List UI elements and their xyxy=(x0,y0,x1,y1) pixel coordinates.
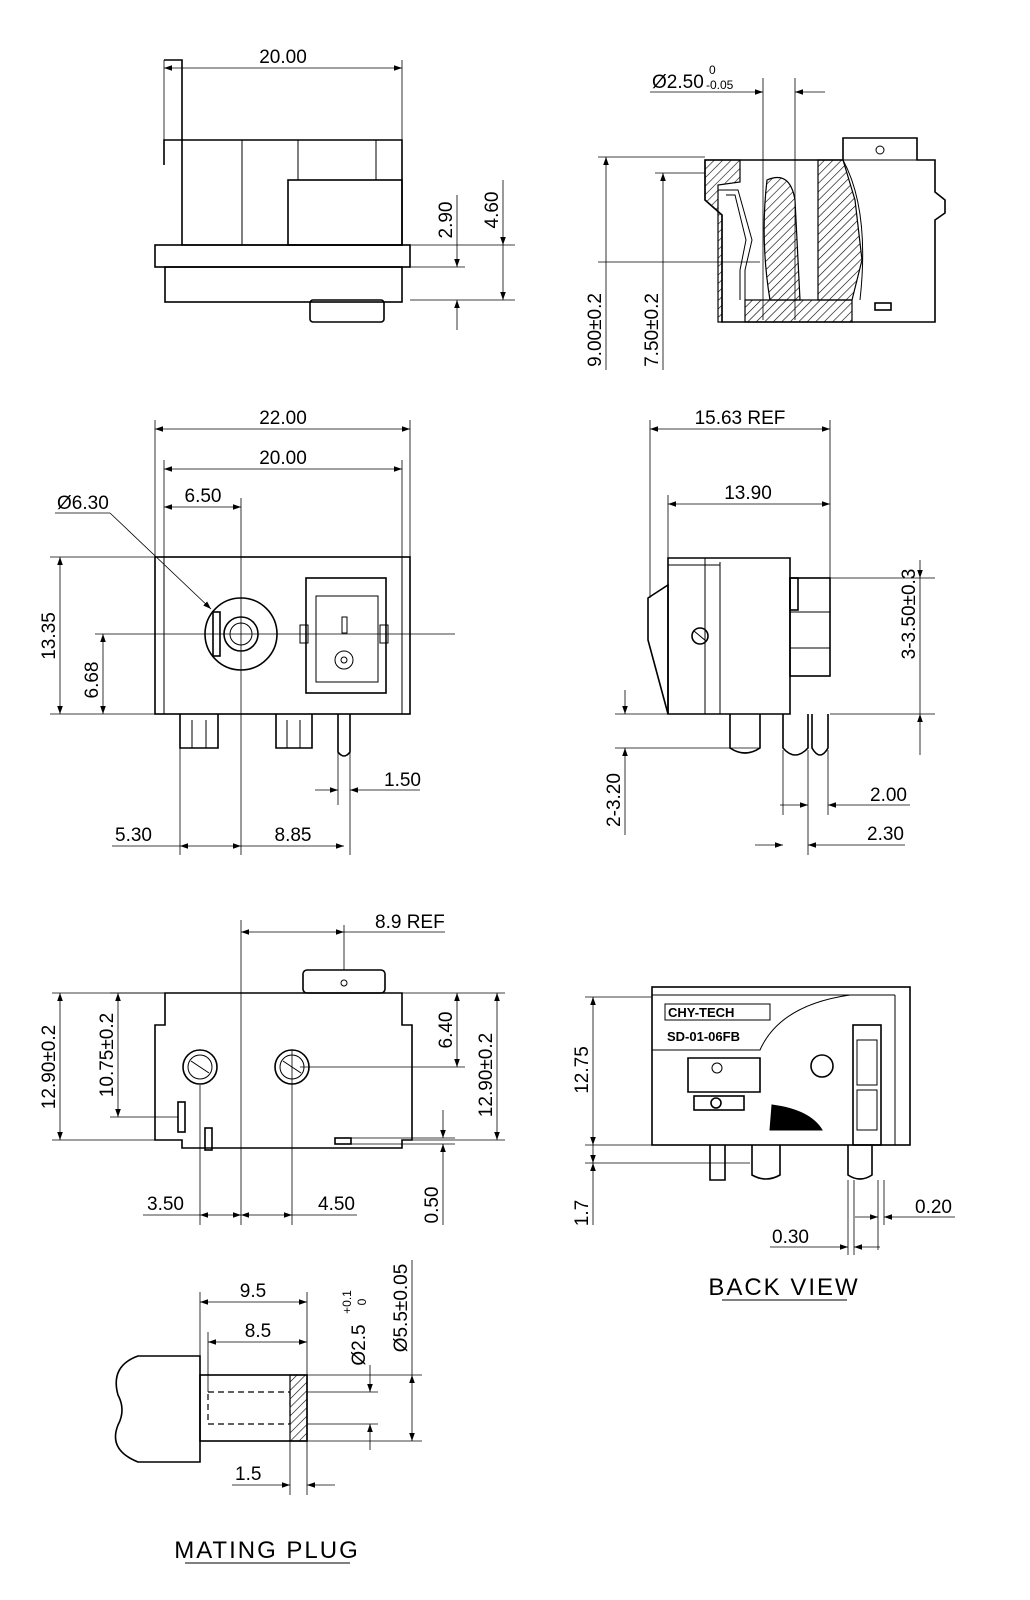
bottom-height-left: 12.90±0.2 xyxy=(39,1025,60,1109)
front-pin-pitch: 8.85 xyxy=(275,825,312,846)
front-overall-width: 22.00 xyxy=(259,408,307,429)
front-view: 22.00 20.00 6.50 Ø6.30 13.35 6.68 1.50 5… xyxy=(39,408,455,855)
plug-outer-dia: Ø5.5±0.05 xyxy=(391,1264,412,1353)
front-hole-dia: Ø6.30 xyxy=(57,493,109,514)
back-height: 12.75 xyxy=(572,1046,593,1094)
front-hole-offset: 6.50 xyxy=(185,486,222,507)
side-pin-b: 2.30 xyxy=(867,824,904,845)
bottom-view: 8.9 REF 12.90±0.2 10.75±0.2 12.90±0.2 6.… xyxy=(39,912,505,1225)
brand-label: CHY-TECH xyxy=(668,1005,734,1020)
side-view: 15.63 REF 13.90 3-3.50±0.3 2-3.20 2.00 2… xyxy=(604,408,935,855)
back-thickness-a: 0.20 xyxy=(915,1197,952,1218)
pin-tol-upper: 0 xyxy=(709,63,716,77)
back-thickness-b: 0.30 xyxy=(772,1227,809,1248)
mating-plug-caption: MATING PLUG xyxy=(174,1537,360,1564)
back-pin: 1.7 xyxy=(572,1200,593,1226)
side-pin-pitch: 3-3.50±0.3 xyxy=(899,569,920,660)
section-view: Ø2.50 0 -0.05 9.00±0.2 7.50±0.2 xyxy=(585,63,946,370)
front-pin-width: 1.50 xyxy=(384,770,421,791)
plug-length-a: 9.5 xyxy=(240,1281,266,1302)
pin-dia-label: Ø2.50 xyxy=(652,72,704,93)
plug-length-b: 8.5 xyxy=(245,1321,271,1342)
model-label: SD-01-06FB xyxy=(667,1029,740,1044)
mating-plug: 9.5 8.5 Ø2.5 +0.1 0 Ø5.5±0.05 1.5 MATING… xyxy=(114,1260,422,1564)
bottom-right-pitch: 4.50 xyxy=(318,1194,355,1215)
side-pin-length: 2-3.20 xyxy=(604,773,625,827)
top-dim-b: 4.60 xyxy=(482,192,503,229)
section-height-b: 7.50±0.2 xyxy=(642,293,663,367)
top-dim-a: 2.90 xyxy=(436,202,457,239)
bottom-height-right: 12.90±0.2 xyxy=(476,1033,497,1117)
bottom-ref: 8.9 REF xyxy=(375,912,445,933)
plug-inner-dia: Ø2.5 xyxy=(349,1324,370,1365)
bottom-hole-height: 6.40 xyxy=(436,1012,457,1049)
front-body-width: 20.00 xyxy=(259,448,307,469)
front-pin-left: 5.30 xyxy=(115,825,152,846)
side-depth: 13.90 xyxy=(724,483,772,504)
front-height: 13.35 xyxy=(39,612,60,660)
plug-inner-tol-upper: +0.1 xyxy=(340,1290,354,1314)
bottom-left-pitch: 3.50 xyxy=(147,1194,184,1215)
front-center-height: 6.68 xyxy=(82,662,103,699)
back-view-caption: BACK VIEW xyxy=(708,1274,859,1301)
pin-tol-lower: -0.05 xyxy=(706,78,734,92)
top-width-label: 20.00 xyxy=(259,47,307,68)
bottom-offset-small: 0.50 xyxy=(422,1187,443,1224)
bottom-height-inner: 10.75±0.2 xyxy=(97,1013,118,1097)
section-height-a: 9.00±0.2 xyxy=(585,293,606,367)
back-view: CHY-TECH SD-01-06FB 12.75 1.7 0.20 xyxy=(572,986,955,1301)
plug-inner-tol-lower: 0 xyxy=(355,1298,369,1305)
top-view: 20.00 2.90 4.60 xyxy=(154,47,515,330)
side-pin-a: 2.00 xyxy=(870,785,907,806)
plug-tip: 1.5 xyxy=(235,1464,261,1485)
side-ref-length: 15.63 REF xyxy=(695,408,786,429)
